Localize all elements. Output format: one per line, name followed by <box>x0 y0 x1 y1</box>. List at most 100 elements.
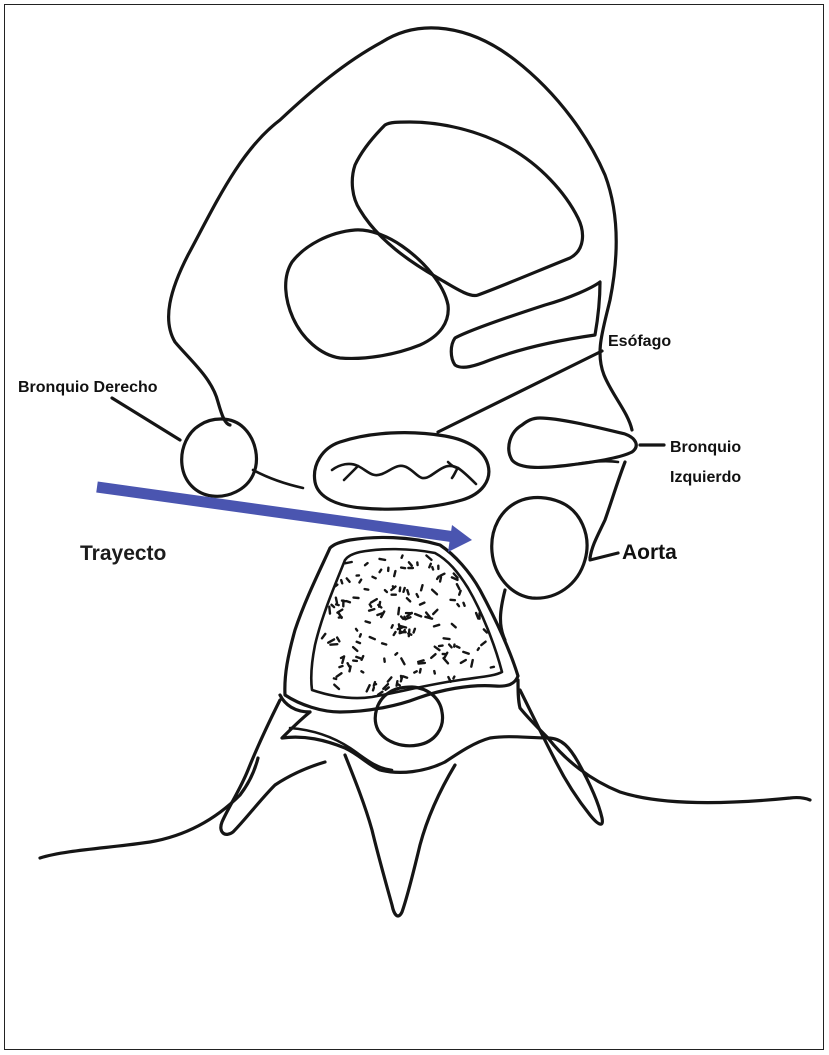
bone-speckle <box>407 598 410 601</box>
bone-speckle <box>431 654 435 658</box>
bone-speckle <box>405 617 406 620</box>
bone-speckle <box>484 629 487 632</box>
bone-speckle <box>361 671 363 672</box>
bone-speckle <box>382 643 386 644</box>
transverse-process-right <box>520 690 602 824</box>
bone-speckle <box>409 630 410 637</box>
bone-speckle <box>347 578 350 581</box>
bone-speckle <box>332 605 335 607</box>
bone-speckle <box>350 666 351 671</box>
bone-speckle <box>432 590 437 595</box>
thorax-outline <box>169 42 382 425</box>
bone-speckle <box>334 678 336 679</box>
bone-speckle <box>433 610 437 614</box>
bone-speckle <box>452 624 456 627</box>
bone-speckle <box>359 580 361 583</box>
cancellous-bone-texture <box>322 556 494 695</box>
bone-speckle <box>440 577 441 581</box>
bone-speckle <box>403 676 407 678</box>
bone-speckle <box>392 625 393 628</box>
bone-speckle <box>370 604 372 606</box>
bone-speckle <box>337 673 342 676</box>
bone-speckle <box>404 588 405 592</box>
bone-speckle <box>432 567 433 569</box>
bone-speckle <box>371 599 377 603</box>
bone-speckle <box>409 562 412 565</box>
esophagus-lumen-fold-left <box>344 466 358 480</box>
bone-speckle <box>419 663 425 664</box>
bone-speckle <box>439 646 443 647</box>
bone-speckle <box>418 660 423 662</box>
label-aorta: Aorta <box>622 541 677 564</box>
bone-speckle <box>341 580 342 583</box>
bone-speckle <box>457 604 459 606</box>
bone-speckle <box>347 601 350 602</box>
bone-speckle <box>404 630 405 632</box>
bone-speckle <box>370 637 375 639</box>
bone-speckle <box>420 603 424 605</box>
leader-esofago <box>438 351 602 432</box>
bone-speckle <box>348 663 350 666</box>
bone-speckle <box>461 660 466 663</box>
bone-speckle <box>345 562 352 563</box>
bone-speckle <box>459 591 460 595</box>
connector-line <box>253 470 303 488</box>
spinal-canal <box>375 687 442 746</box>
spinous-process <box>345 755 455 916</box>
bone-speckle <box>425 617 432 619</box>
label-esofago: Esófago <box>608 333 671 350</box>
vertebral-arch-inner <box>290 728 392 770</box>
leader-bronquio-derecho <box>112 398 180 440</box>
bone-speckle <box>357 642 360 643</box>
bone-speckle <box>365 563 368 565</box>
upper-chamber-left <box>286 230 449 359</box>
back-contour-right <box>548 738 810 803</box>
bone-speckle <box>481 642 485 645</box>
bone-speckle <box>356 629 357 631</box>
upper-chamber-large <box>352 122 582 296</box>
bone-speckle <box>366 621 370 622</box>
leader-aorta <box>590 553 618 560</box>
bone-speckle <box>464 603 465 606</box>
transverse-process-left <box>221 700 325 834</box>
bone-speckle <box>414 629 415 633</box>
bone-speckle <box>407 590 408 594</box>
bone-speckle <box>491 667 494 668</box>
bone-speckle <box>336 604 339 605</box>
bone-speckle <box>434 625 439 627</box>
bone-speckle <box>437 577 439 579</box>
bone-speckle <box>388 677 392 681</box>
bone-speckle <box>360 634 361 636</box>
bone-speckle <box>415 614 421 616</box>
bone-speckle <box>330 644 337 645</box>
bone-speckle <box>398 608 399 615</box>
bone-speckle <box>380 570 382 572</box>
label-bronquio-izquierdo-line2: Izquierdo <box>670 469 741 486</box>
bone-speckle <box>434 671 435 673</box>
bone-speckle <box>429 564 431 568</box>
bone-speckle <box>337 638 339 642</box>
bone-speckle <box>365 589 369 590</box>
bone-speckle <box>440 574 444 576</box>
bone-speckle <box>402 556 403 558</box>
bone-speckle <box>463 652 468 654</box>
bone-speckle <box>379 602 380 607</box>
bone-speckle <box>476 613 478 619</box>
bone-speckle <box>369 609 374 611</box>
bone-speckle <box>353 647 357 651</box>
bone-speckle <box>362 656 364 660</box>
label-bronquio-izquierdo-line1: Bronquio <box>670 439 741 456</box>
thorax-outline-lower-right <box>590 462 625 558</box>
bone-speckle <box>453 677 454 679</box>
bone-speckle <box>336 598 337 603</box>
back-contour-left <box>40 758 258 858</box>
bone-speckle <box>426 556 431 560</box>
bone-speckle <box>471 660 472 667</box>
bone-speckle <box>395 653 397 655</box>
bone-speckle <box>400 588 401 592</box>
bone-speckle <box>417 594 419 597</box>
bone-speckle <box>334 685 339 689</box>
bone-speckle <box>421 585 422 590</box>
label-bronquio-derecho: Bronquio Derecho <box>18 379 158 396</box>
